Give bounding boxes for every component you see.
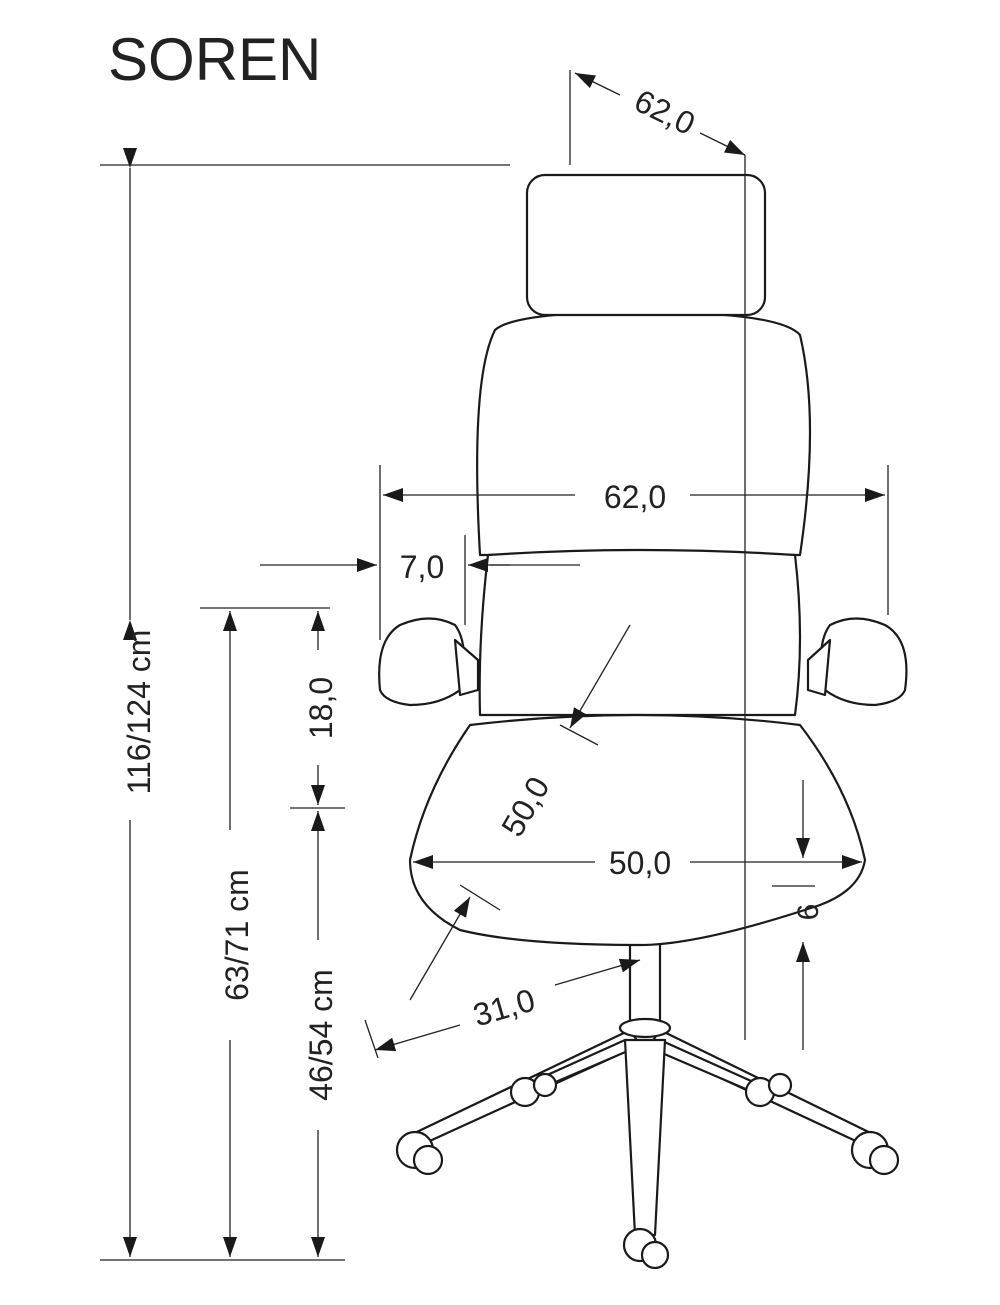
chair-outline — [378, 173, 908, 1270]
total-width-label: 62,0 — [604, 479, 666, 515]
headrest — [525, 173, 767, 317]
seat-thickness-label: 6 — [792, 904, 825, 921]
armrest-above-seat-label: 18,0 — [303, 677, 339, 739]
product-title: SOREN — [108, 26, 321, 93]
lumbar-support — [478, 548, 802, 717]
seat-height-label: 46/54 cm — [303, 969, 339, 1101]
seat-width-label: 50,0 — [609, 845, 671, 881]
armrest-width-label: 7,0 — [400, 549, 444, 585]
base-radius-label: 31,0 — [469, 982, 539, 1034]
seat — [408, 713, 867, 947]
armrest-height-label: 63/71 cm — [219, 869, 255, 1001]
chair-base — [395, 938, 900, 1270]
backrest — [476, 310, 812, 557]
left-armrest — [378, 617, 466, 707]
caster-wheels — [395, 1072, 900, 1270]
overall-height-label: 116/124 cm — [121, 630, 157, 795]
total-depth-label: 62,0 — [629, 82, 701, 142]
right-armrest — [819, 617, 908, 707]
dimension-lines — [100, 70, 889, 1261]
